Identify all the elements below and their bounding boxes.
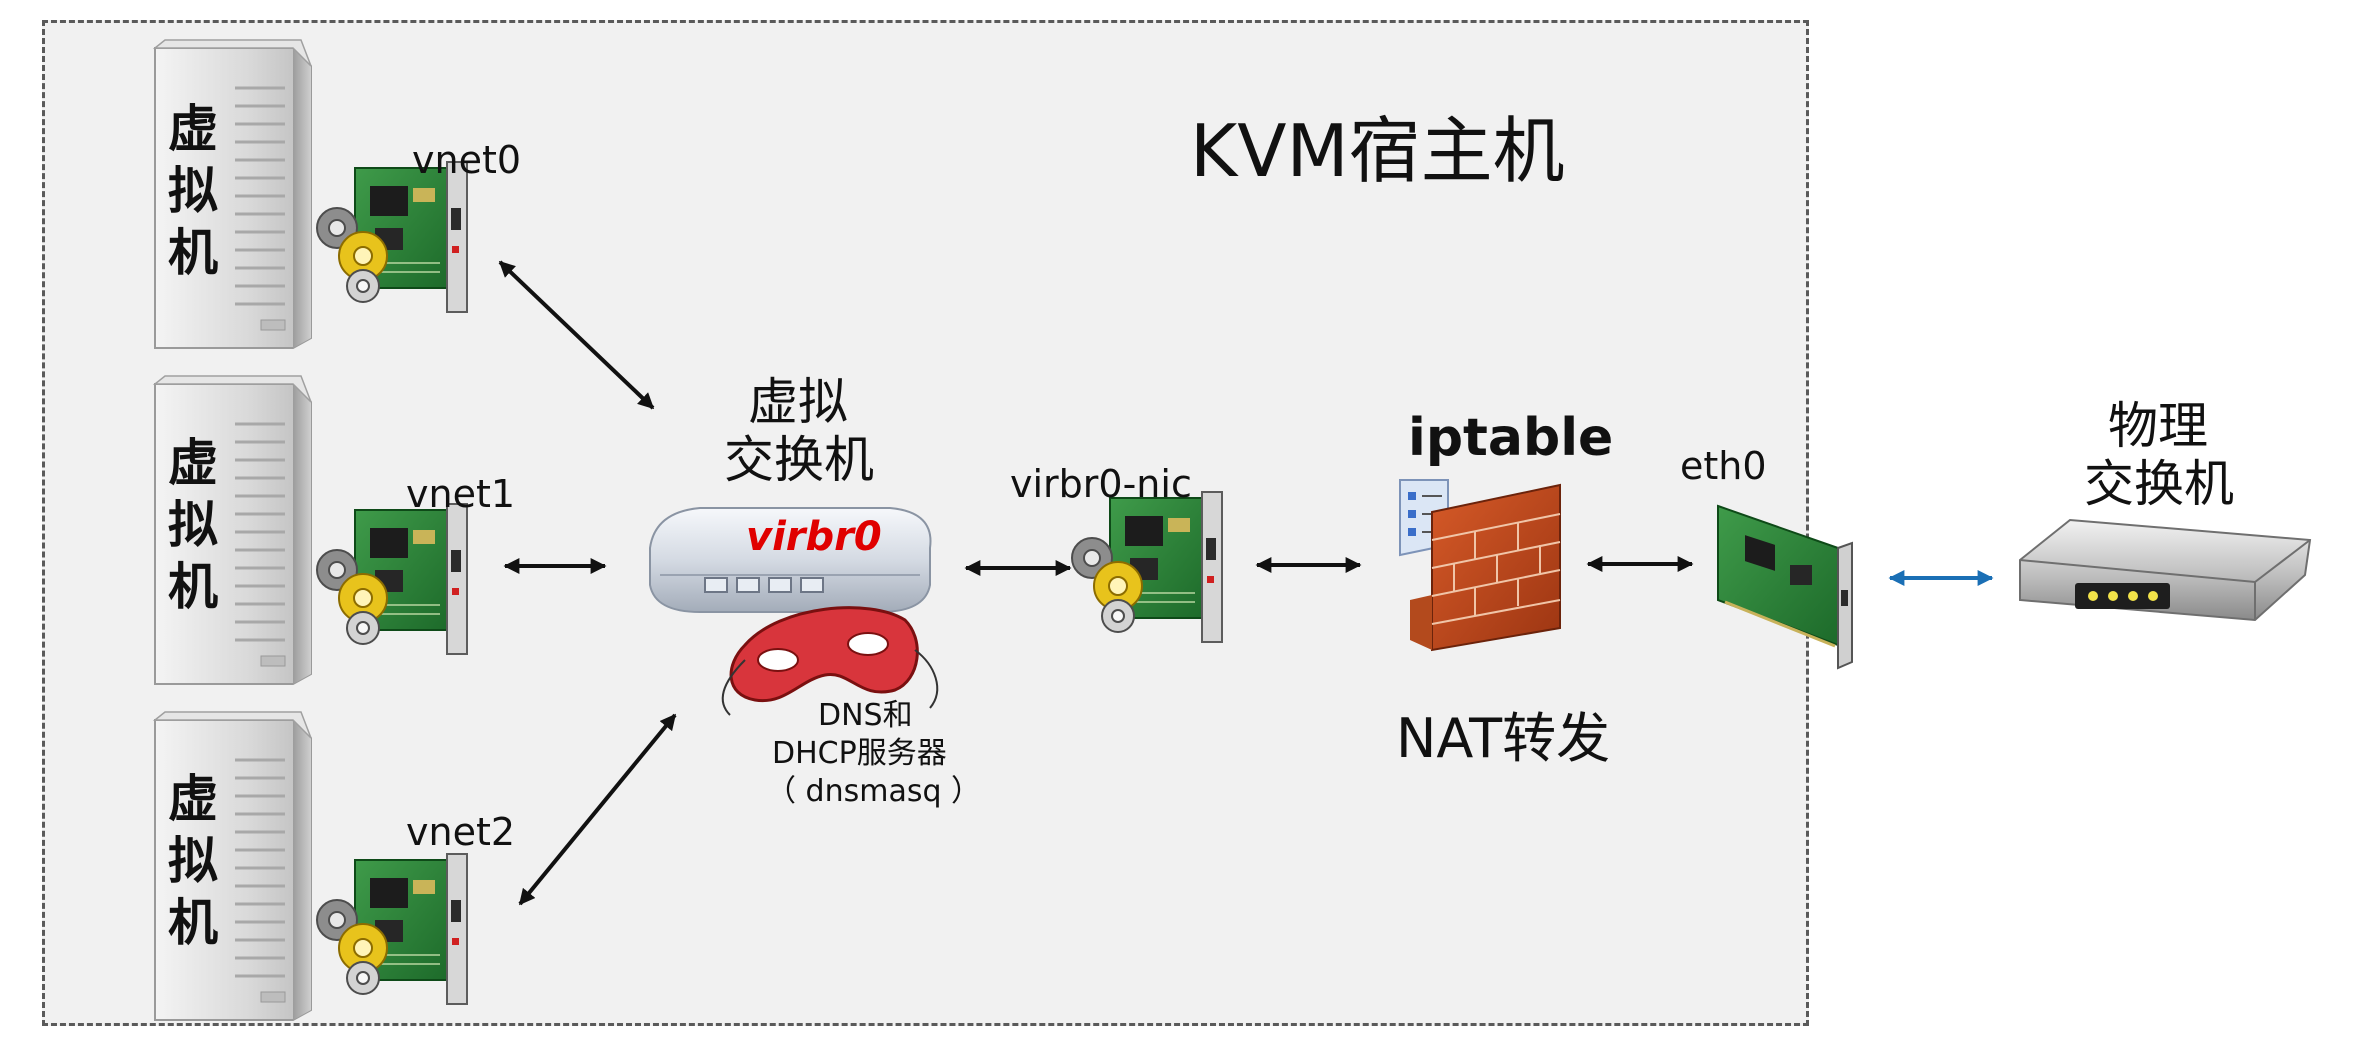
nic-virbr0-icon: [1071, 491, 1223, 643]
virtual-switch-title-line2: 交换机: [724, 431, 874, 489]
physical-switch-line2: 交换机: [2084, 455, 2234, 513]
dnsmasq-line1: DNS和: [818, 698, 913, 733]
host-title: KVM宿主机: [1190, 109, 1565, 193]
nic-vnet2-label: vnet2: [406, 810, 516, 854]
vm-label-2: 虚拟机: [168, 770, 218, 952]
physical-switch-icon: [2019, 518, 2312, 622]
dnsmasq-mask-icon: [721, 606, 939, 716]
virtual-switch-title-line1: 虚拟: [748, 373, 848, 431]
link-vnet0-virbr0: [498, 260, 655, 410]
link-vnet2-virbr0: [518, 713, 677, 906]
dnsmasq-line3: （ dnsmasq ）: [766, 774, 982, 809]
nic-vnet1-label: vnet1: [406, 472, 516, 516]
vm-label-1: 虚拟机: [168, 434, 218, 616]
virtual-switch-icon: [649, 507, 932, 613]
nat-forward-label: NAT转发: [1396, 707, 1611, 770]
nic-vnet1-icon: [316, 503, 468, 655]
dnsmasq-line2: DHCP服务器: [772, 736, 947, 771]
eth0-label: eth0: [1680, 444, 1767, 488]
nic-eth0-icon: [1717, 504, 1853, 670]
vm-label-0: 虚拟机: [168, 100, 218, 282]
nic-vnet0-icon: [316, 161, 468, 313]
nic-vnet0-label: vnet0: [412, 138, 522, 182]
physical-switch-line1: 物理: [2108, 397, 2208, 455]
firewall-icon: [1399, 479, 1561, 652]
virbr0-label: virbr0: [746, 514, 882, 560]
nic-vnet2-icon: [316, 853, 468, 1005]
virbr0-nic-label: virbr0-nic: [1010, 462, 1192, 506]
iptable-label: iptable: [1408, 408, 1614, 468]
